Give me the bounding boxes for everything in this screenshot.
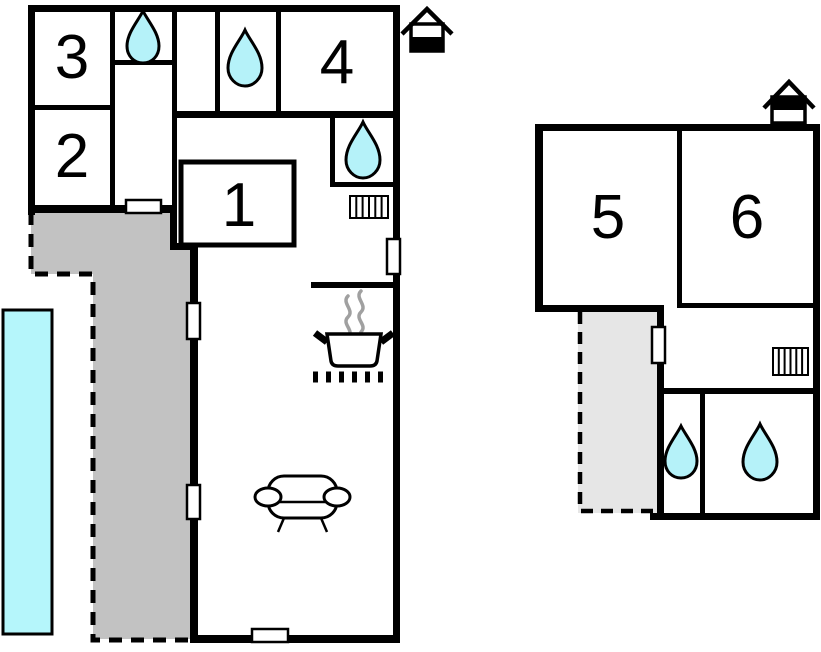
wall — [28, 205, 177, 213]
wall — [172, 5, 177, 245]
water-drop-icons — [125, 7, 779, 482]
terrace-ground-fill — [31, 209, 198, 639]
wall — [330, 111, 335, 187]
room-label-1: 1 — [221, 171, 257, 240]
room-1-walls — [178, 159, 297, 248]
room-label-5: 5 — [590, 183, 626, 252]
wall — [190, 635, 400, 643]
water-drop-icon — [344, 118, 382, 180]
room-label-4: 4 — [319, 28, 355, 97]
wall — [700, 392, 705, 517]
door-opening — [650, 325, 667, 365]
wall — [650, 513, 820, 520]
room-label-6: 6 — [729, 183, 765, 252]
wall — [330, 182, 400, 187]
stove-pot-icon — [312, 330, 396, 368]
wall — [28, 5, 400, 12]
wall — [813, 124, 820, 520]
house-marker-upper-floor-icon — [762, 78, 816, 125]
door-opening — [185, 483, 202, 521]
wall — [677, 128, 682, 308]
wall — [535, 124, 543, 312]
room-label-3: 3 — [54, 23, 90, 92]
terrace-upper-dashed-border — [577, 312, 657, 514]
wall — [677, 303, 813, 308]
sofa-icon — [253, 474, 352, 533]
swimming-pool — [1, 308, 54, 636]
steam-icon — [344, 289, 365, 339]
wall — [276, 5, 281, 115]
wall — [393, 5, 400, 643]
wall — [311, 282, 393, 288]
wall — [657, 388, 813, 394]
room-label-2: 2 — [54, 122, 90, 191]
radiator-icon — [349, 195, 389, 219]
door-opening — [124, 198, 163, 215]
door-opening — [185, 301, 202, 341]
water-drop-icon — [226, 26, 264, 88]
wall — [215, 5, 220, 115]
door-opening — [250, 627, 290, 644]
wall — [657, 305, 664, 520]
wall — [535, 124, 820, 131]
wall — [31, 105, 113, 110]
upper-floor-building-walls — [535, 124, 820, 520]
house-marker-ground-floor-icon — [400, 5, 454, 53]
door-opening — [385, 237, 402, 276]
water-drop-icon — [125, 7, 161, 65]
water-drop-icon — [663, 422, 699, 480]
terrace-ground-floor — [28, 209, 198, 643]
ground-floor-building-walls — [28, 5, 400, 643]
wall — [177, 111, 400, 118]
terrace-upper-floor — [577, 310, 657, 514]
radiator-icon — [772, 347, 809, 376]
wall — [190, 243, 198, 643]
door-openings — [124, 198, 667, 644]
wall — [535, 305, 663, 312]
water-drop-icon — [741, 420, 779, 482]
terrace-upper-fill — [578, 310, 657, 513]
